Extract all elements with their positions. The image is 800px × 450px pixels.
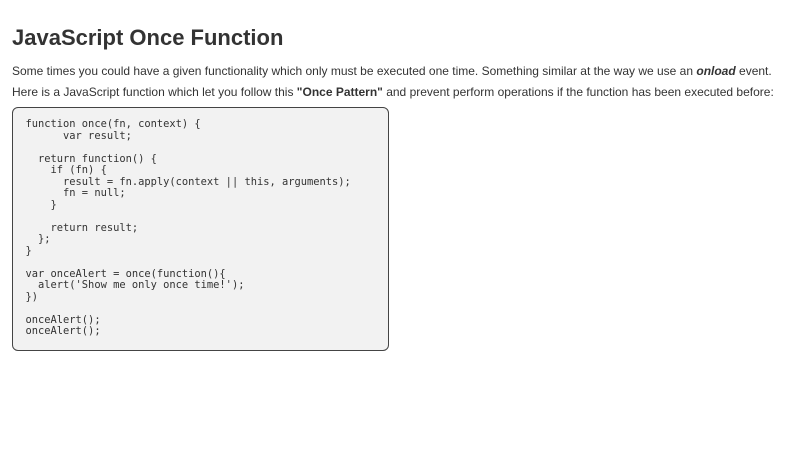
explain-strong: "Once Pattern" <box>296 85 383 99</box>
code-line: } <box>25 198 57 211</box>
intro-text-before: Some times you could have a given functi… <box>12 64 697 78</box>
code-line: fn = null; <box>25 187 126 199</box>
intro-paragraph: Some times you could have a given functi… <box>12 64 788 78</box>
intro-emphasis: onload <box>696 64 736 78</box>
code-line: var onceAlert = once(function(){ <box>25 267 226 280</box>
code-line: if (fn) { <box>25 164 107 176</box>
code-line <box>26 303 377 315</box>
code-line: result = fn.apply(context || this, argum… <box>25 175 351 188</box>
code-line: function once(fn, context) { <box>25 118 201 130</box>
code-line: return function() { <box>25 152 157 165</box>
code-line <box>26 142 377 154</box>
code-line <box>26 257 377 269</box>
code-line: }) <box>25 290 39 303</box>
code-line: }; <box>25 233 51 245</box>
explain-text-before: Here is a JavaScript function which let … <box>12 85 297 99</box>
code-line <box>26 211 377 223</box>
explain-text-after: and prevent perform operations if the fu… <box>382 85 774 99</box>
explain-paragraph: Here is a JavaScript function which let … <box>12 85 788 99</box>
code-line: } <box>25 244 32 257</box>
code-line: onceAlert(); <box>25 313 101 326</box>
page-title: JavaScript Once Function <box>12 25 284 50</box>
code-line: return result; <box>25 221 139 234</box>
code-line: alert('Show me only once time!'); <box>25 279 245 291</box>
code-line: var result; <box>25 129 132 142</box>
intro-text-after: event. <box>735 64 772 78</box>
code-line: onceAlert(); <box>25 325 101 337</box>
code-block: function once(fn, context) { var result;… <box>12 107 389 351</box>
